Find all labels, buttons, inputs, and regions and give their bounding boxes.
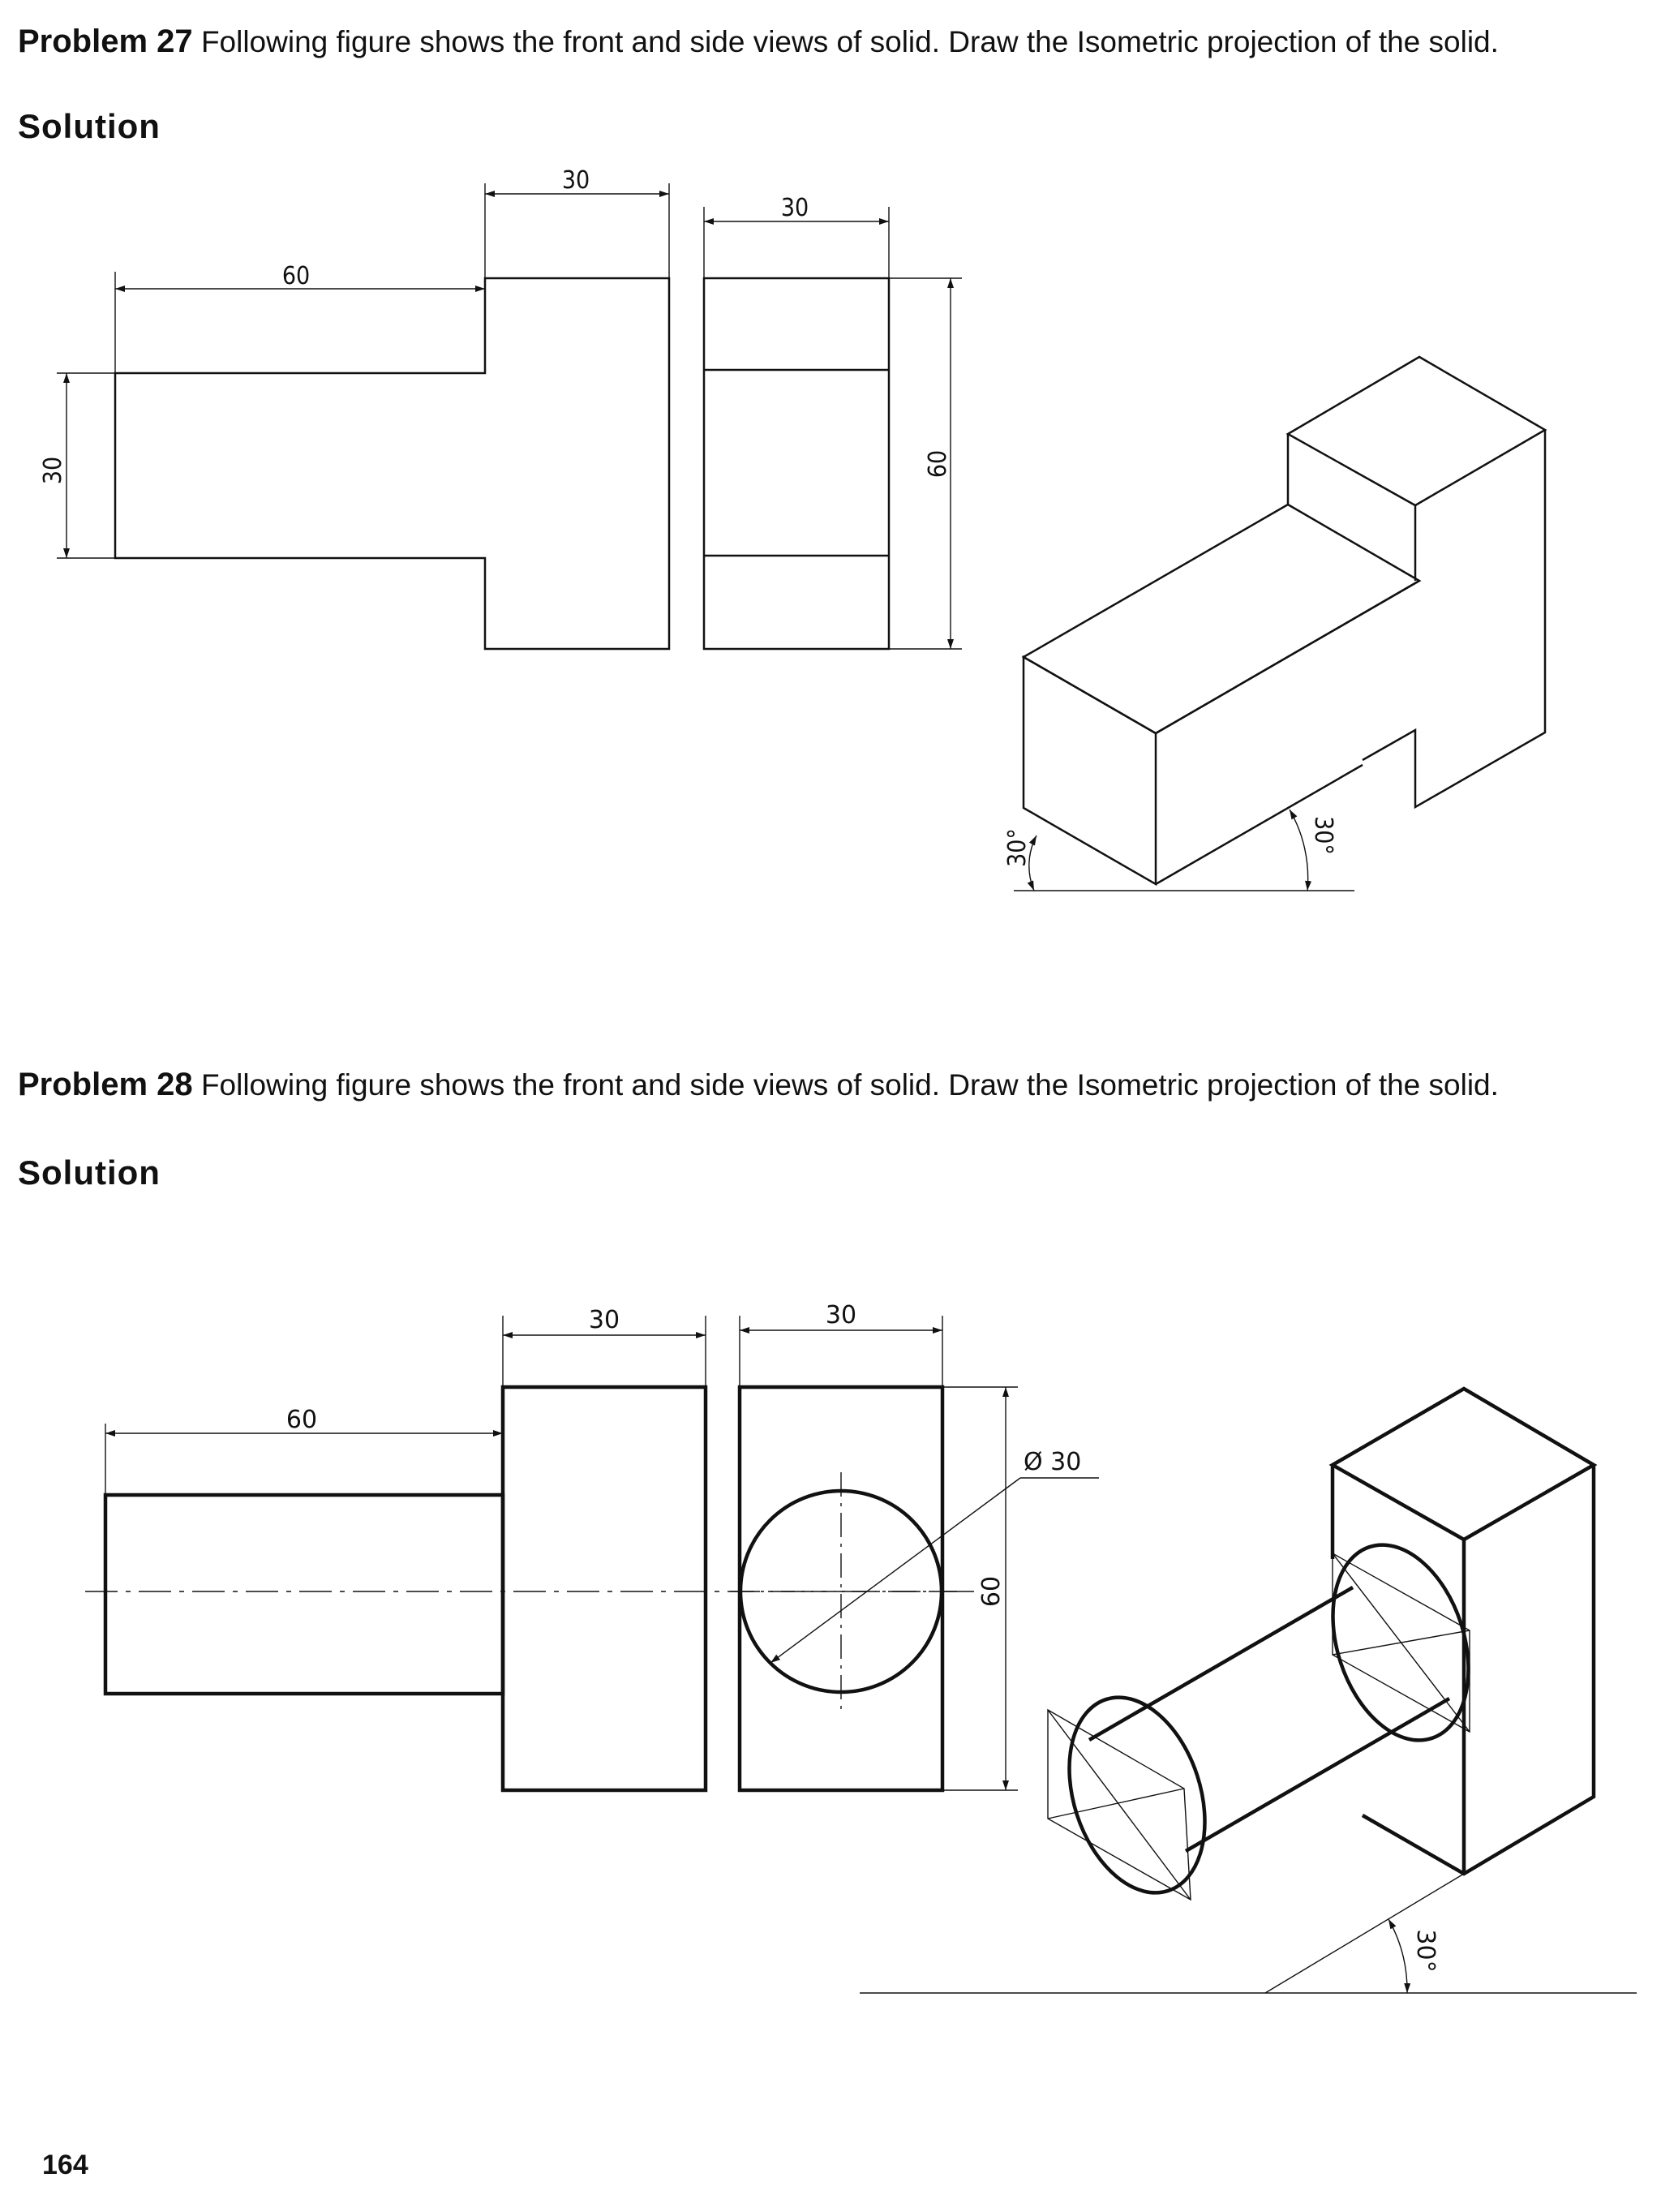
p27-dim-length: 60 (282, 262, 310, 290)
problem-28-label: Problem 28 (18, 1067, 193, 1102)
p28-isometric: 30° (860, 1386, 1637, 1994)
p28-dim-side-width: 30 (826, 1301, 856, 1329)
p27-front-view (114, 277, 671, 651)
p27-angle-left: 30° (1003, 828, 1032, 867)
p27-side-dimensions: 30 60 (703, 194, 962, 650)
p27-dim-top-width: 30 (562, 166, 590, 195)
problem-27-text: Following figure shows the front and sid… (200, 25, 1499, 58)
p28-front-view (85, 1385, 981, 1793)
problem-28-solution-heading: Solution (18, 1153, 161, 1192)
p27-dim-side-width: 30 (781, 194, 809, 222)
problem-27-label: Problem 27 (18, 24, 193, 59)
p27-dim-shaft-height: 30 (39, 457, 67, 484)
p28-side-dimensions: 30 60 Ø 30 (739, 1301, 1099, 1791)
p27-dim-height: 60 (924, 450, 952, 478)
p28-front-dimensions: 60 30 (105, 1306, 706, 1495)
p28-dim-top-width: 30 (589, 1306, 620, 1334)
p27-side-view (702, 277, 891, 651)
p28-side-view (730, 1385, 957, 1793)
page-number: 164 (42, 2150, 88, 2180)
problem-27-solution-heading: Solution (18, 107, 161, 145)
p28-dim-diameter: Ø 30 (1024, 1448, 1081, 1476)
p27-angle-right: 30° (1309, 816, 1337, 855)
problem-28-text: Following figure shows the front and sid… (200, 1068, 1499, 1102)
p28-dim-length: 60 (286, 1406, 317, 1434)
p28-dim-height: 60 (977, 1576, 1006, 1607)
problem-28-statement: Problem 28 Following figure shows the fr… (18, 1063, 1632, 1107)
p27-isometric: 30° 30° (1003, 355, 1547, 891)
problem-27-statement: Problem 27 Following figure shows the fr… (18, 19, 1632, 64)
p27-front-dimensions: 60 30 30 (39, 166, 670, 559)
p28-angle-right: 30° (1411, 1929, 1440, 1972)
